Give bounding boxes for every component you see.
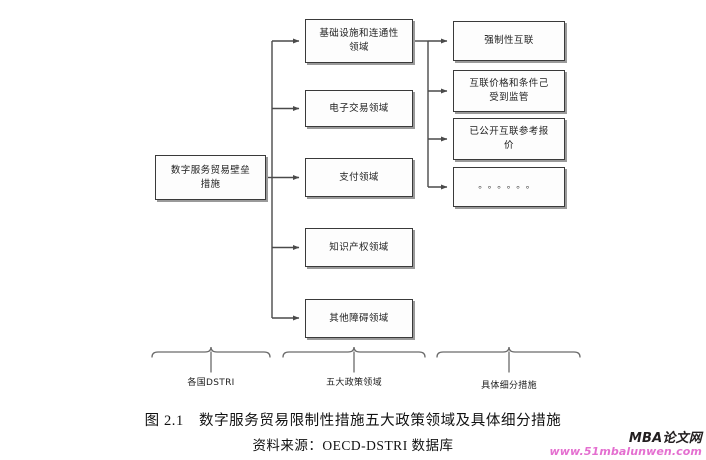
node-policy-area-payments[interactable]: 支付领域	[305, 158, 413, 197]
group-label-policy-areas: 五大政策领域	[326, 378, 382, 388]
node-root[interactable]: 数字服务贸易壁垒 措施	[155, 155, 266, 200]
node-policy-area-e-commerce[interactable]: 电子交易领域	[305, 90, 413, 127]
node-policy-area-intellectual-property[interactable]: 知识产权领域	[305, 228, 413, 267]
group-label-dstri: 各国DSTRI	[187, 378, 235, 388]
watermark: MBA论文网 www.51mbalunwen.com	[549, 430, 702, 458]
figure-caption-source: 资料来源：OECD-DSTRI 数据库	[252, 438, 454, 453]
node-measure-regulated-interconnection-pricing[interactable]: 互联价格和条件己 受到监管	[453, 70, 565, 112]
figure-caption-title: 图 2.1 数字服务贸易限制性措施五大政策领域及具体细分措施	[144, 413, 562, 429]
watermark-url: www.51mbalunwen.com	[549, 444, 702, 458]
node-measure-mandatory-interconnection[interactable]: 强制性互联	[453, 21, 565, 61]
group-label-specific-measures: 具体细分措施	[481, 381, 537, 391]
node-measure-ellipsis[interactable]: 。。。。。。	[453, 167, 565, 207]
node-policy-area-other-barriers[interactable]: 其他障碍领域	[305, 299, 413, 338]
node-measure-published-reference-offer[interactable]: 已公开互联参考报 价	[453, 118, 565, 160]
node-policy-area-infrastructure[interactable]: 基础设施和连通性 领域	[305, 19, 413, 63]
watermark-title: MBA论文网	[628, 430, 702, 446]
